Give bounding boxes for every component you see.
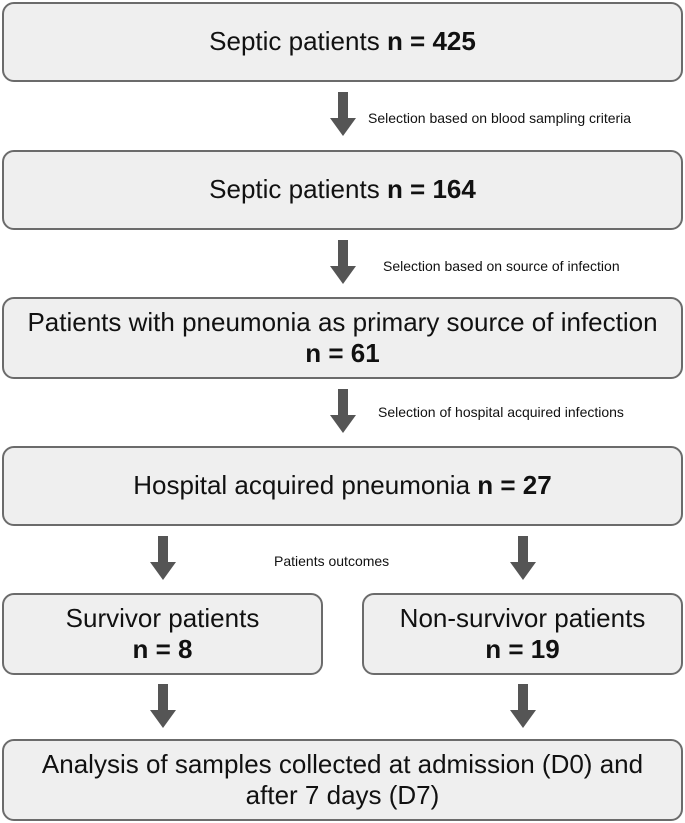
down-arrow-icon [330, 92, 356, 136]
box-label: Hospital acquired pneumonia [133, 470, 471, 501]
note-blood-sampling: Selection based on blood sampling criter… [368, 110, 632, 126]
box-count: n = 61 [305, 338, 380, 368]
box-label: Survivor patients [65, 602, 260, 633]
box-septic-patients-425: Septic patients n = 425 [2, 2, 683, 82]
box-count: n = 8 [132, 634, 193, 664]
box-label: Septic patients [209, 26, 380, 57]
box-count: n = 164 [386, 174, 476, 205]
box-hospital-acquired-pneumonia: Hospital acquired pneumonia n = 27 [2, 446, 683, 526]
box-label: Analysis of samples collected at admissi… [41, 748, 644, 810]
note-source-of-infection: Selection based on source of infection [383, 258, 620, 274]
box-count: n = 27 [477, 470, 552, 501]
box-count: n = 19 [485, 634, 560, 664]
box-pneumonia-primary-source: Patients with pneumonia as primary sourc… [2, 297, 683, 379]
box-label: Septic patients [209, 174, 380, 205]
box-label: Non-survivor patients [399, 602, 646, 633]
box-survivor-patients: Survivor patients n = 8 [2, 593, 323, 675]
note-patients-outcomes: Patients outcomes [274, 553, 390, 569]
down-arrow-icon [150, 536, 176, 580]
down-arrow-icon [510, 684, 536, 728]
down-arrow-icon [510, 536, 536, 580]
note-hospital-acquired: Selection of hospital acquired infection… [378, 404, 624, 420]
box-septic-patients-164: Septic patients n = 164 [2, 150, 683, 230]
box-count: n = 425 [386, 26, 476, 57]
box-non-survivor-patients: Non-survivor patients n = 19 [362, 593, 683, 675]
down-arrow-icon [330, 389, 356, 433]
box-label: Patients with pneumonia as primary sourc… [27, 306, 658, 337]
down-arrow-icon [150, 684, 176, 728]
down-arrow-icon [330, 240, 356, 284]
box-analysis-of-samples: Analysis of samples collected at admissi… [2, 739, 683, 821]
